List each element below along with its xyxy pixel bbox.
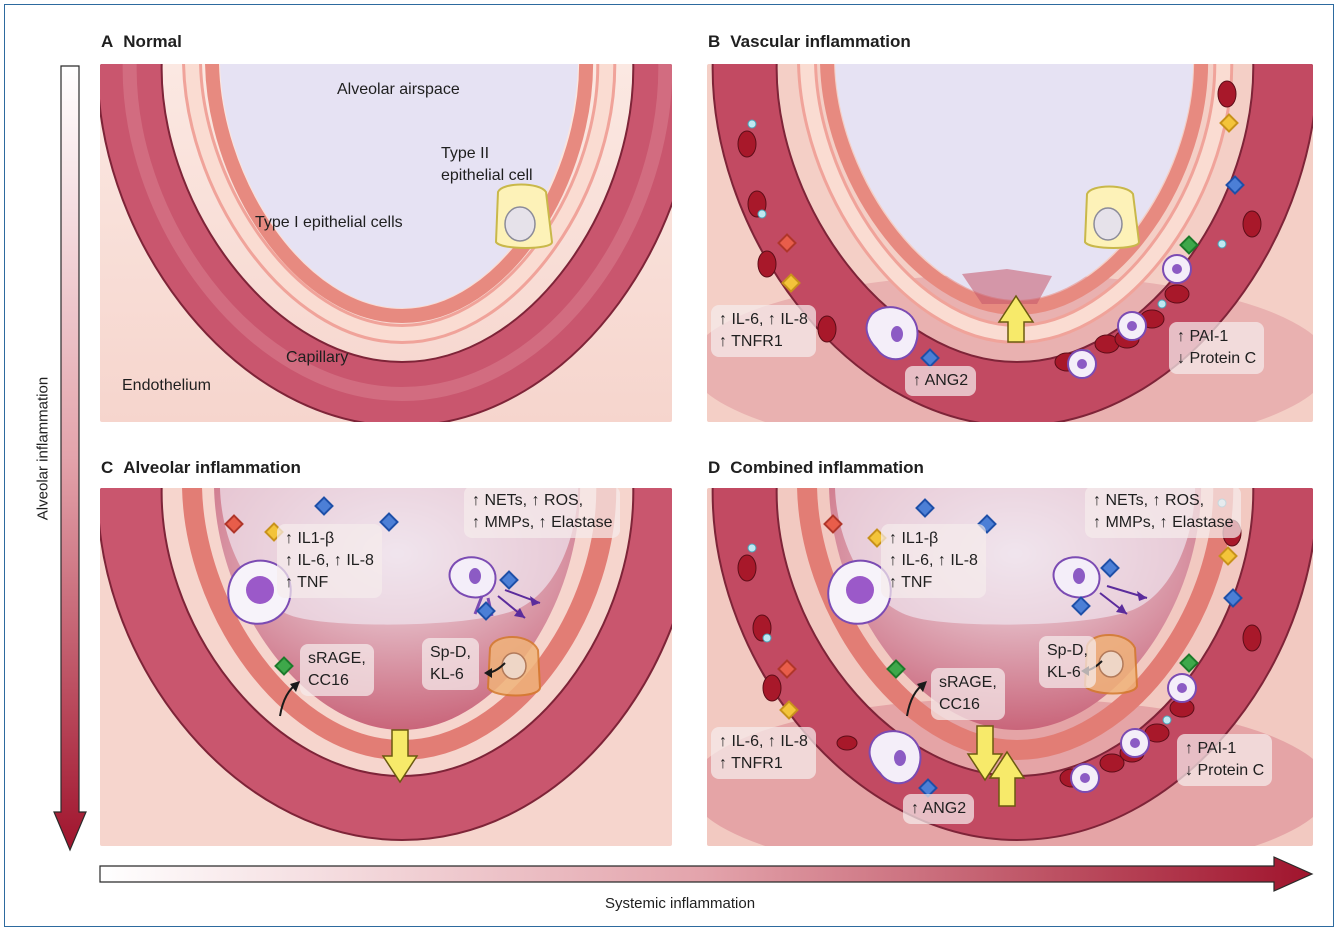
panel-d-sp-label-box: Sp-D, KL-6 xyxy=(1039,636,1096,688)
upward-leak-arrow xyxy=(988,750,1026,807)
panel-d-title-text: Combined inflammation xyxy=(730,458,924,477)
panel-c-title-text: Alveolar inflammation xyxy=(123,458,301,477)
panel-b-title-text: Vascular inflammation xyxy=(730,32,911,51)
panel-d-pai-line2: ↓ Protein C xyxy=(1185,762,1265,779)
injured-type-ii-cell xyxy=(486,636,542,697)
panel-d-srage-line2: CC16 xyxy=(939,696,980,713)
type-ii-cell-label-line1: Type II xyxy=(441,145,490,162)
panel-d-title: D Combined inflammation xyxy=(708,458,924,478)
cytokine-markers xyxy=(777,498,1243,798)
panel-b-title: B Vascular inflammation xyxy=(708,32,911,52)
panel-c-il1-label-box: ↑ IL1-β ↑ IL-6, ↑ IL-8 ↑ TNF xyxy=(277,524,382,598)
panel-d-pai-line1: ↑ PAI-1 xyxy=(1185,740,1237,757)
neutrophils xyxy=(868,673,1197,793)
neutrophil xyxy=(1052,556,1101,599)
panel-b-il-label-box: ↑ IL-6, ↑ IL-8 ↑ TNFR1 xyxy=(711,305,816,357)
alveolar-airspace-label: Alveolar airspace xyxy=(337,81,460,98)
panel-d-sp-line1: Sp-D, xyxy=(1047,642,1088,659)
panel-b-ang2-label: ↑ ANG2 xyxy=(905,366,977,396)
panel-d-il-line1: ↑ IL-6, ↑ IL-8 xyxy=(719,733,808,750)
panel-c-nets-label-box: ↑ NETs, ↑ ROS, ↑ MMPs, ↑ Elastase xyxy=(464,488,621,538)
panel-d-il-label-box: ↑ IL-6, ↑ IL-8 ↑ TNFR1 xyxy=(711,727,816,779)
panel-b-illustration xyxy=(707,64,1313,422)
panel-c-il1-line2: ↑ IL-6, ↑ IL-8 xyxy=(285,552,374,569)
panel-c-srage-line2: CC16 xyxy=(308,672,349,689)
type-ii-cell-label-line2: epithelial cell xyxy=(441,167,533,184)
panel-c-title: C Alveolar inflammation xyxy=(101,458,301,478)
cytokine-markers xyxy=(777,113,1245,368)
panel-c-nets-line2: ↑ MMPs, ↑ Elastase xyxy=(472,514,613,531)
systemic-inflammation-axis-label: Systemic inflammation xyxy=(605,895,756,912)
panel-c-illustration xyxy=(100,488,672,846)
panel-a-illustration xyxy=(100,64,672,422)
panel-b-letter: B xyxy=(708,32,721,51)
red-blood-cells xyxy=(737,80,1262,372)
panel-c-alveolar: ↑ IL1-β ↑ IL-6, ↑ IL-8 ↑ TNF ↑ NETs, ↑ R… xyxy=(100,488,672,846)
panel-a-title-text: Normal xyxy=(123,32,182,51)
panel-d-il1-line3: ↑ TNF xyxy=(889,574,933,591)
panel-d-nets-line2: ↑ MMPs, ↑ Elastase xyxy=(1093,514,1234,531)
panel-d-combined: ↑ IL1-β ↑ IL-6, ↑ IL-8 ↑ TNF ↑ NETs, ↑ R… xyxy=(707,488,1313,846)
panel-c-il1-line1: ↑ IL1-β xyxy=(285,530,335,547)
panel-d-ang2-label: ↑ ANG2 xyxy=(903,794,975,824)
panel-d-pai-label-box: ↑ PAI-1 ↓ Protein C xyxy=(1177,734,1273,786)
upward-leak-arrow xyxy=(997,294,1035,343)
panel-a-letter: A xyxy=(101,32,114,51)
neutrophil xyxy=(448,556,497,617)
endothelium-label: Endothelium xyxy=(122,377,211,394)
red-blood-cells xyxy=(737,519,1262,788)
macrophage xyxy=(227,559,292,625)
alveolar-epithelium xyxy=(205,64,593,324)
neutrophils xyxy=(865,254,1192,379)
macrophage xyxy=(827,559,892,625)
alveolar-airspace xyxy=(220,64,578,308)
panel-b-pai-line1: ↑ PAI-1 xyxy=(1177,328,1229,345)
figure-frame xyxy=(4,4,1334,927)
alveolar-inflammation-axis-arrow xyxy=(53,65,87,852)
panel-a-title: A Normal xyxy=(101,32,182,52)
panel-c-il1-line3: ↑ TNF xyxy=(285,574,329,591)
panel-d-il1-label-box: ↑ IL1-β ↑ IL-6, ↑ IL-8 ↑ TNF xyxy=(881,524,986,598)
panel-c-srage-label-box: sRAGE, CC16 xyxy=(300,644,374,696)
panel-b-vascular: ↑ IL-6, ↑ IL-8 ↑ TNFR1 ↑ ANG2 ↑ PAI-1 ↓ … xyxy=(707,64,1313,422)
capillary-label: Capillary xyxy=(286,349,349,366)
release-arrows xyxy=(279,589,541,717)
panel-d-letter: D xyxy=(708,458,721,477)
panel-b-pai-label-box: ↑ PAI-1 ↓ Protein C xyxy=(1169,322,1265,374)
panel-c-sp-line1: Sp-D, xyxy=(430,644,471,661)
panel-c-letter: C xyxy=(101,458,114,477)
panel-d-nets-line1: ↑ NETs, ↑ ROS, xyxy=(1093,492,1205,509)
type-ii-epithelial-cell xyxy=(1083,185,1141,249)
panel-c-srage-line1: sRAGE, xyxy=(308,650,366,667)
downward-leak-arrow xyxy=(381,729,419,784)
systemic-inflammation-axis-arrow xyxy=(99,856,1314,892)
panel-d-sp-line2: KL-6 xyxy=(1047,664,1081,681)
type-i-cells-label: Type I epithelial cells xyxy=(255,214,403,231)
panel-c-nets-line1: ↑ NETs, ↑ ROS, xyxy=(472,492,584,509)
downward-leak-arrow xyxy=(966,725,1004,782)
panel-b-il-line2: ↑ TNFR1 xyxy=(719,333,783,350)
alveolar-inflammation-axis-label: Alveolar inflammation xyxy=(34,376,52,521)
panel-c-sp-label-box: Sp-D, KL-6 xyxy=(422,638,479,690)
panel-d-srage-line1: sRAGE, xyxy=(939,674,997,691)
panel-d-nets-label-box: ↑ NETs, ↑ ROS, ↑ MMPs, ↑ Elastase xyxy=(1085,488,1242,538)
panel-b-il-line1: ↑ IL-6, ↑ IL-8 xyxy=(719,311,808,328)
panel-d-srage-label-box: sRAGE, CC16 xyxy=(931,668,1005,720)
panel-d-il-line2: ↑ TNFR1 xyxy=(719,755,783,772)
panel-d-illustration xyxy=(707,488,1313,846)
panel-d-il1-line2: ↑ IL-6, ↑ IL-8 xyxy=(889,552,978,569)
panel-c-sp-line2: KL-6 xyxy=(430,666,464,683)
type-ii-epithelial-cell xyxy=(494,183,554,249)
panel-d-il1-line1: ↑ IL1-β xyxy=(889,530,939,547)
panel-b-pai-line2: ↓ Protein C xyxy=(1177,350,1257,367)
panel-a-normal: Alveolar airspace Type II epithelial cel… xyxy=(100,64,672,422)
